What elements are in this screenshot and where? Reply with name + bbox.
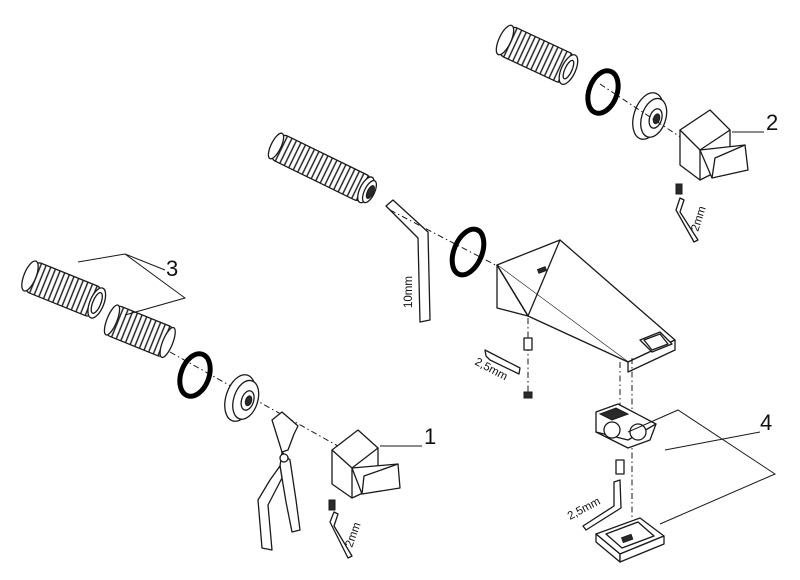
callout-3-leader	[77, 253, 187, 316]
mounting-clip	[595, 403, 657, 449]
hex-key-2-5mm-clip	[582, 479, 622, 531]
bottom-handle	[331, 429, 401, 499]
left-extension-sleeve	[103, 304, 176, 359]
center-o-ring	[449, 226, 487, 278]
hex-key-10mm	[385, 199, 431, 323]
center-axis-line	[389, 209, 506, 271]
left-o-ring	[177, 351, 213, 399]
callout-4-leader	[627, 409, 777, 525]
top-grub-screw	[675, 183, 683, 195]
callout-2: 2	[766, 110, 778, 135]
callout-1: 1	[424, 424, 436, 449]
dim-10mm: 10mm	[403, 276, 415, 308]
center-sleeve-group: 10mm 2,5mm	[267, 132, 676, 399]
clip-group: 2,5mm 4	[566, 358, 777, 563]
left-flange	[224, 374, 260, 422]
top-corrugated-sleeve	[495, 24, 579, 86]
center-corrugated-sleeve	[267, 132, 378, 204]
top-handle	[679, 109, 749, 181]
spout-body	[496, 239, 676, 373]
spout-washer	[523, 391, 533, 399]
callout-3: 3	[166, 256, 178, 281]
top-sleeve-group: 2mm 2	[495, 24, 778, 243]
bottom-hex-key	[329, 511, 353, 559]
top-hex-key	[675, 197, 699, 243]
dim-2mm-bottom: 2mm	[344, 521, 364, 549]
callout-4: 4	[760, 410, 772, 435]
left-sleeve-group: 3 2mm 1	[21, 253, 436, 559]
bottom-grub-screw	[328, 499, 336, 511]
top-o-ring	[585, 68, 621, 116]
hex-key-2-5mm-spout	[484, 349, 521, 375]
dim-2mm-top: 2mm	[689, 205, 708, 233]
spout-grub-screw	[523, 337, 533, 351]
left-corrugated-sleeve	[21, 260, 107, 319]
base-plate	[595, 517, 665, 563]
clip-grub-screw	[615, 459, 625, 475]
circlip-pliers	[257, 411, 301, 551]
